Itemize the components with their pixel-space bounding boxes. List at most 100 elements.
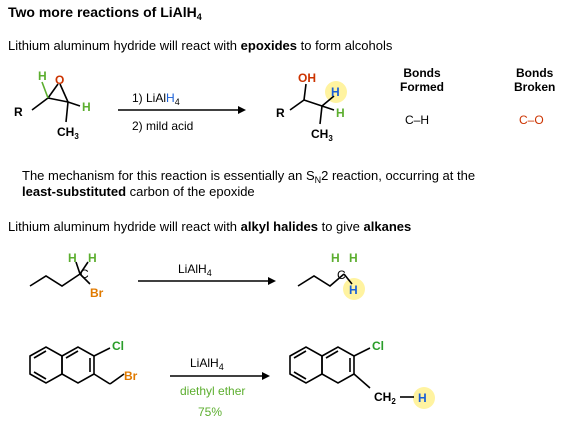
mechanism-text-c: carbon of the epoxide xyxy=(126,184,255,199)
p-r-label: R xyxy=(276,106,285,120)
alkyl-bromide-reactant: H H C Br xyxy=(29,251,104,300)
p-ch3-text: CH xyxy=(311,127,328,141)
px-h-new: H xyxy=(349,283,358,297)
ch3-sub-1: 3 xyxy=(74,132,79,141)
p3-ch2: CH2 xyxy=(374,390,396,406)
p-c2-ch3-bond xyxy=(319,105,323,125)
rxn1-condition-2: 2) mild acid xyxy=(132,119,194,133)
c-br-bond xyxy=(79,273,91,285)
epoxides-keyword: epoxides xyxy=(240,38,298,53)
p-propyl-chain xyxy=(297,273,345,287)
methylnaphthalene-product: Cl CH2 H xyxy=(289,339,435,409)
bonds-formed-line1: Bonds xyxy=(403,66,441,80)
rxn3-reagent-text: LiAlH xyxy=(190,356,219,370)
h-label-1: H xyxy=(38,69,47,83)
r-label: R xyxy=(14,105,23,119)
cl-bond xyxy=(93,347,111,357)
rx-br: Br xyxy=(90,286,104,300)
rxn3-yield: 75% xyxy=(198,405,223,419)
p-r-c1-bond xyxy=(289,99,305,111)
p-c2-h-new-bond xyxy=(321,95,335,107)
mechanism-text-a: The mechanism for this reaction is essen… xyxy=(22,168,315,183)
p-c2-h-bond xyxy=(321,105,335,111)
alkanes-keyword: alkanes xyxy=(363,219,412,234)
rxn1-cond1-text: 1) LiAl xyxy=(132,91,167,105)
bonds-broken-header: Bonds Broken xyxy=(514,66,555,94)
c1-c2-bond xyxy=(47,97,69,103)
ring-a-db2 xyxy=(33,371,47,380)
bond-formed-value: C–H xyxy=(405,112,429,128)
p3-ch-text: CH xyxy=(374,390,391,404)
c-h2-bond xyxy=(79,261,89,275)
p-h-new-label: H xyxy=(331,85,340,99)
highlight-circle-3 xyxy=(413,387,435,409)
px-c: C xyxy=(337,268,346,282)
epoxide-intro: Lithium aluminum hydride will react with… xyxy=(8,38,392,54)
rxn3-reagent: LiAlH4 xyxy=(190,355,224,375)
p-ch2-bond xyxy=(353,373,371,389)
epoxide-intro-text: Lithium aluminum hydride will react with xyxy=(8,38,241,53)
px-h2: H xyxy=(349,251,358,265)
h-label-2: H xyxy=(82,100,91,114)
title-text: Two more reactions of LiAlH xyxy=(8,4,197,20)
bonds-formed-header: Bonds Formed xyxy=(400,66,444,94)
least-substituted-keyword: least-substituted xyxy=(22,184,127,199)
p-ch3-label: CH3 xyxy=(311,127,333,143)
p-ring-a-db2 xyxy=(293,371,307,380)
rxn1-condition-1: 1) LiAlH4 xyxy=(132,90,180,110)
rxn2-reagent-text: LiAlH xyxy=(178,262,207,276)
mechanism-sub: N xyxy=(314,175,322,185)
bonds-formed-line2: Formed xyxy=(400,80,445,94)
p-h-label: H xyxy=(336,106,345,120)
ch3-text-1: CH xyxy=(57,125,74,139)
rx-h1: H xyxy=(68,251,77,265)
rxn2-reagent-sub: 4 xyxy=(206,268,212,278)
p-oh-label: OH xyxy=(298,71,316,85)
ring-a xyxy=(29,346,63,384)
epoxide-intro-end: to form alcohols xyxy=(297,38,393,53)
ch2-bond xyxy=(93,373,111,385)
p-c1-oh-bond xyxy=(303,83,307,101)
epoxide-reactant: R H O H CH3 xyxy=(14,69,91,141)
c1-o-bond xyxy=(47,83,59,99)
bond-broken-co: C–O xyxy=(519,113,544,127)
p3-h: H xyxy=(418,391,427,405)
rxn3-solvent: diethyl ether xyxy=(180,384,246,398)
r-c1-bond xyxy=(31,97,49,111)
alkyl-intro-mid: to give xyxy=(317,219,364,234)
rxn1-cond1-sub: 4 xyxy=(174,97,180,107)
alkyl-halide-intro: Lithium aluminum hydride will react with… xyxy=(8,219,411,235)
ch2-br-bond xyxy=(109,373,125,385)
p-ring-a-db1 xyxy=(293,350,307,359)
propyl-chain xyxy=(29,273,81,287)
mechanism-line-2: least-substituted carbon of the epoxide xyxy=(22,184,255,200)
bonds-broken-line2: Broken xyxy=(514,80,556,94)
p3-cl: Cl xyxy=(372,339,384,353)
rx-c: C xyxy=(80,267,89,281)
c2-ch3-bond xyxy=(65,101,69,123)
p-cl-bond xyxy=(353,347,371,357)
alcohol-product: R OH H H CH3 xyxy=(276,71,347,143)
bond-broken-value: C–O xyxy=(519,112,544,128)
c1-h-bond xyxy=(41,81,49,99)
ring-b-db2 xyxy=(65,350,79,359)
r3-br: Br xyxy=(124,369,138,383)
r3-cl: Cl xyxy=(112,339,124,353)
p-ring-a xyxy=(289,346,323,384)
o-label: O xyxy=(55,73,64,87)
c2-o-bond xyxy=(59,83,69,103)
bonds-broken-line1: Bonds xyxy=(516,66,554,80)
alkyl-halides-keyword: alkyl halides xyxy=(240,219,318,234)
p-ring-b-db2 xyxy=(325,350,339,359)
mechanism-line-1: The mechanism for this reaction is essen… xyxy=(22,168,475,188)
rx-h2: H xyxy=(88,251,97,265)
rxn3-reagent-sub: 4 xyxy=(218,362,224,372)
rxn2-reagent: LiAlH4 xyxy=(178,261,212,281)
naphthyl-bromide-reactant: Cl Br xyxy=(29,339,138,385)
rxn3-arrowhead xyxy=(262,372,270,380)
p-ch3-sub: 3 xyxy=(328,134,333,143)
ring-a-db1 xyxy=(33,350,47,359)
p3-ch-sub: 2 xyxy=(391,397,396,406)
alkyl-intro-text: Lithium aluminum hydride will react with xyxy=(8,219,241,234)
